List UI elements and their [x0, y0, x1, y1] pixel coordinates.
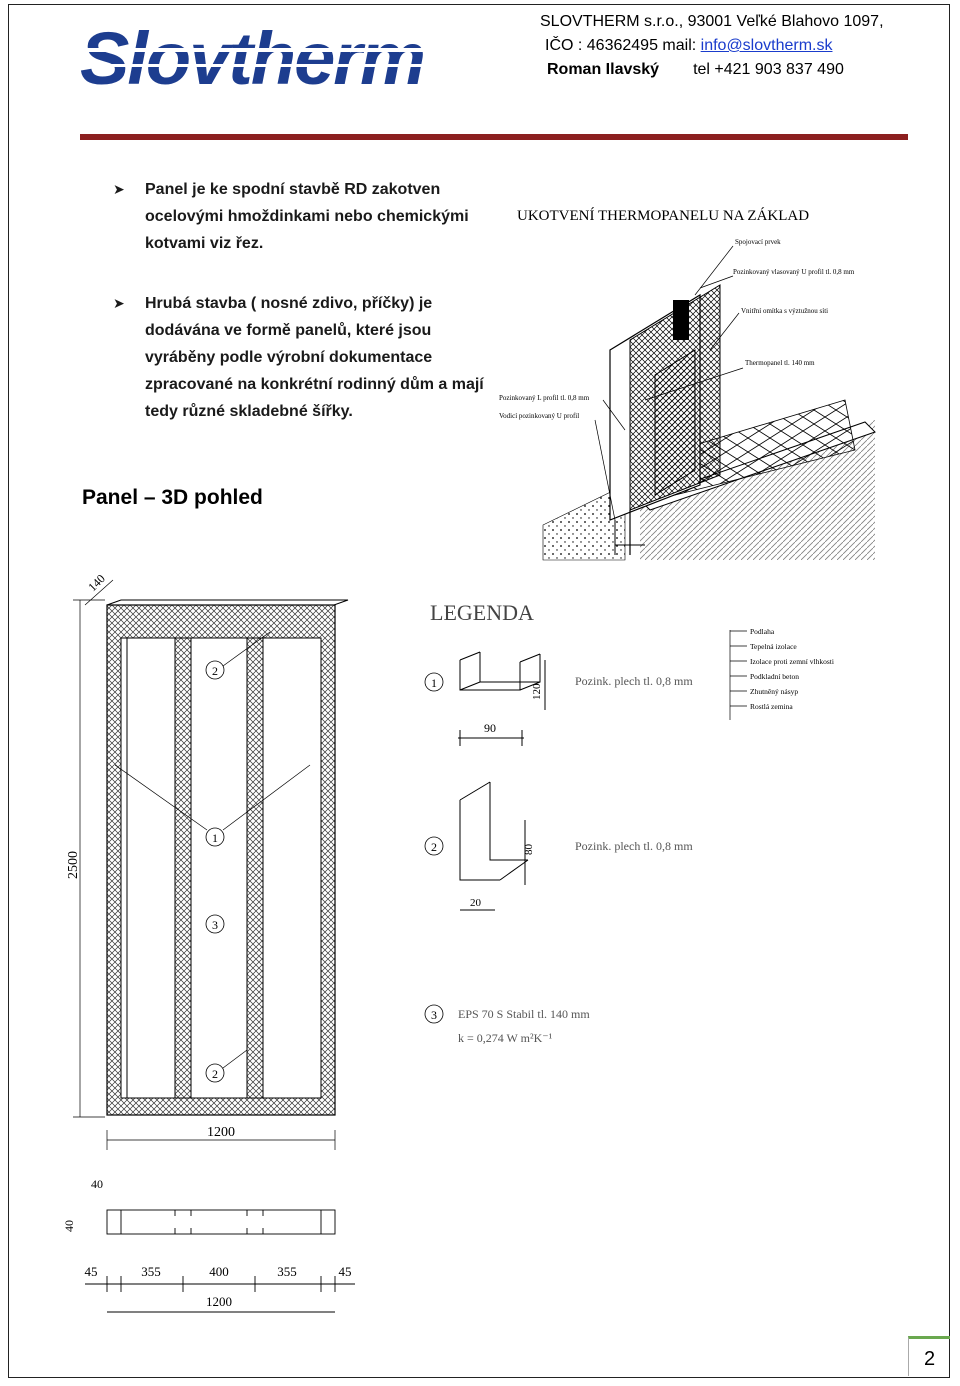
legend-dim-80: 80: [523, 844, 535, 856]
header-contact: SLOVTHERM s.r.o., 93001 Veľké Blahovo 10…: [540, 10, 884, 82]
legend-title: LEGENDA: [430, 600, 534, 625]
panel-drawing: 2 1 3 2 2500 140 1200 40 40 45: [62, 571, 355, 1313]
contact-name: Roman Ilavský: [547, 61, 660, 78]
bullet-anchoring-text: Panel je ke spodní stavbě RD zakotven oc…: [145, 181, 469, 252]
dim-355-right: 355: [277, 1264, 297, 1279]
page-frame: [8, 4, 950, 1378]
callout-connector: Spojovací prvek: [735, 238, 781, 246]
arrow-bullet-icon: ➤: [113, 295, 125, 311]
section-title: Panel – 3D pohled: [82, 486, 263, 509]
legend-dim-20: 20: [470, 897, 482, 909]
ico-label: IČO : 46362495 mail:: [545, 37, 701, 54]
dim-40-a: 40: [91, 1177, 103, 1191]
bullet-structure-text: Hrubá stavba ( nosné zdivo, příčky) je d…: [145, 295, 484, 420]
layer-moisture: Izolace proti zemní vlhkosti: [750, 657, 834, 666]
marker-2-bottom: 2: [212, 1067, 218, 1081]
marker-3: 3: [212, 918, 218, 932]
legend-dim-90: 90: [484, 721, 496, 735]
dim-355-left: 355: [141, 1264, 161, 1279]
company-logo: Slovtherm: [80, 17, 525, 100]
anchor-figure: UKOTVENÍ THERMOPANELU NA ZÁKLAD Spojovac…: [499, 207, 876, 720]
marker-2-top: 2: [212, 664, 218, 678]
email-link[interactable]: info@slovtherm.sk: [700, 37, 833, 54]
arrow-bullet-icon: ➤: [113, 181, 125, 197]
legend-num-2: 2: [431, 840, 437, 854]
layer-insulation: Tepelná izolace: [750, 642, 797, 651]
layer-soil: Rostlá zemina: [750, 702, 793, 711]
legend-dim-120: 120: [531, 683, 543, 700]
page-number: 2: [908, 1336, 950, 1376]
legend-item-2: Pozink. plech tl. 0,8 mm: [575, 839, 693, 853]
legend-num-1: 1: [431, 676, 437, 690]
dim-height: 2500: [66, 851, 81, 879]
callout-plaster: Vnitřní omítka s výztužnou síti: [741, 307, 828, 315]
marker-1: 1: [212, 831, 218, 845]
dim-40-b: 40: [62, 1220, 76, 1232]
layer-floor: Podlaha: [750, 627, 775, 636]
callout-u-profile: Pozinkovaný vlasovaný U profil tl. 0,8 m…: [733, 268, 855, 276]
header-rule: [80, 134, 908, 140]
dim-400: 400: [209, 1264, 229, 1279]
bullet-anchoring: ➤ Panel je ke spodní stavbě RD zakotven …: [113, 176, 505, 257]
contact-phone: tel +421 903 837 490: [693, 61, 844, 78]
company-line: SLOVTHERM s.r.o., 93001 Veľké Blahovo 10…: [540, 13, 884, 30]
layer-concrete: Podkladní beton: [750, 672, 799, 681]
dim-width-top: 1200: [207, 1125, 235, 1140]
callout-guide-profile: Vodicí pozinkovaný U profil: [499, 412, 579, 420]
logo-text: Slovtherm: [80, 26, 424, 90]
dim-thickness: 140: [85, 571, 108, 594]
callout-thermopanel: Thermopanel tl. 140 mm: [745, 359, 815, 367]
legend-item-3-line1: EPS 70 S Stabil tl. 140 mm: [458, 1007, 590, 1021]
legend-item-3-line2: k = 0,274 W m²K⁻¹: [458, 1031, 553, 1045]
dim-45-left: 45: [85, 1264, 98, 1279]
layer-fill: Zhutněný násyp: [750, 687, 798, 696]
callout-l-profile: Pozinkovaný L profil tl. 0,8 mm: [499, 394, 590, 402]
profile-legend: LEGENDA 1 2 3 90 120 80 20 Pozink. plech…: [424, 600, 693, 1045]
bullet-structure: ➤ Hrubá stavba ( nosné zdivo, příčky) je…: [113, 290, 485, 425]
legend-num-3: 3: [431, 1008, 437, 1022]
dim-width-bottom: 1200: [206, 1294, 232, 1309]
anchor-figure-title: UKOTVENÍ THERMOPANELU NA ZÁKLAD: [517, 207, 809, 224]
dim-45-right: 45: [339, 1264, 352, 1279]
legend-item-1: Pozink. plech tl. 0,8 mm: [575, 674, 693, 688]
